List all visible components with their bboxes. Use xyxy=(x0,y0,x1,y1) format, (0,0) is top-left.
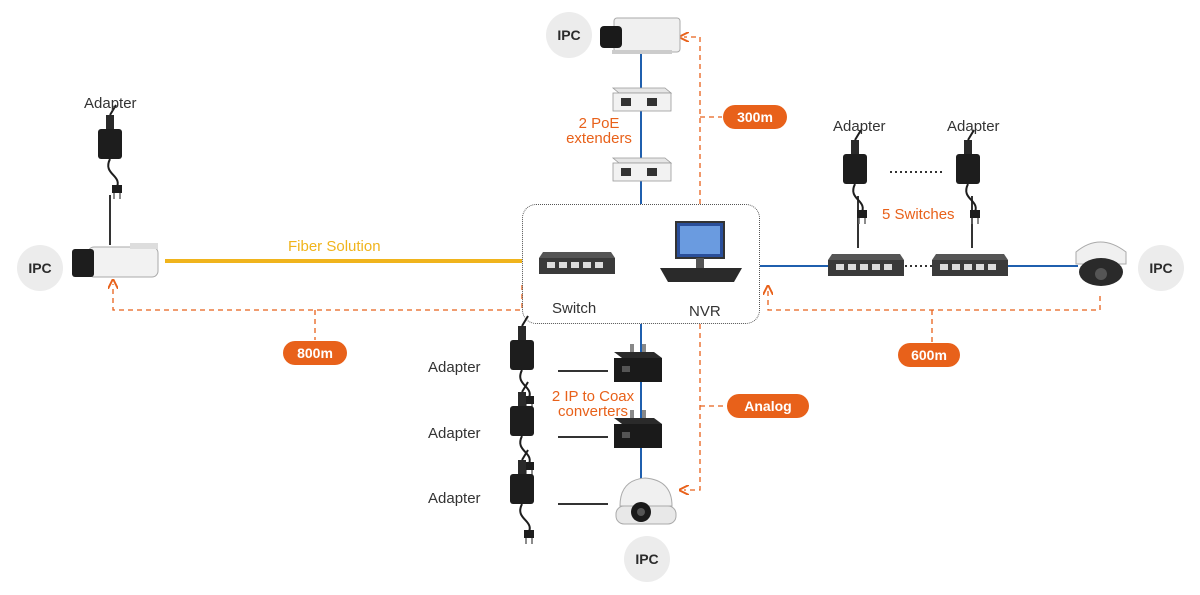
distance-pill-top: 300m xyxy=(723,105,787,129)
nvr-monitor-icon xyxy=(660,221,742,282)
right-distance-path xyxy=(768,290,1101,311)
box-camera-icon xyxy=(600,17,681,54)
coax-line2: converters xyxy=(557,403,629,420)
bottom-distance-path xyxy=(684,324,701,490)
adapter-label-bottom-2: Adapter xyxy=(428,425,481,442)
coax-converters-label: 2 IP to Coax converters xyxy=(546,389,640,419)
network-switch-icon xyxy=(932,254,1008,276)
ipc-badge-top: IPC xyxy=(546,12,592,58)
adapter-label-left: Adapter xyxy=(84,95,137,112)
left-distance-path xyxy=(113,284,523,311)
power-adapter-icon xyxy=(955,129,981,225)
five-switches-label: 5 Switches xyxy=(882,206,955,223)
adapter-label-right-2: Adapter xyxy=(947,118,1000,135)
coax-converter-icon xyxy=(614,344,662,382)
adapter-label-bottom-1: Adapter xyxy=(428,359,481,376)
top-distance-path xyxy=(684,37,701,204)
bullet-camera-icon xyxy=(72,243,159,278)
poe-extenders-line2: extenders xyxy=(566,130,632,147)
poe-extenders-line1: 2 PoE xyxy=(578,115,620,132)
distance-pill-bottom: Analog xyxy=(727,394,809,418)
network-switch-icon xyxy=(828,254,904,276)
distance-pill-right: 600m xyxy=(898,343,960,367)
ipc-badge-bottom: IPC xyxy=(624,536,670,582)
distance-pill-left: 800m xyxy=(283,341,347,365)
poe-extender-icon xyxy=(612,87,672,112)
ipc-badge-right: IPC xyxy=(1138,245,1184,291)
coax-line1: 2 IP to Coax xyxy=(551,388,635,405)
poe-extender-icon xyxy=(612,157,672,182)
adapter-label-bottom-3: Adapter xyxy=(428,490,481,507)
nvr-label: NVR xyxy=(689,303,721,320)
turret-camera-icon xyxy=(615,477,677,525)
power-adapter-icon xyxy=(842,129,868,225)
power-adapter-icon xyxy=(97,104,123,200)
dome-camera-icon xyxy=(1075,241,1127,286)
poe-extenders-label: 2 PoE extenders xyxy=(563,116,635,146)
fiber-solution-label: Fiber Solution xyxy=(288,238,381,255)
adapter-label-right-1: Adapter xyxy=(833,118,886,135)
switch-nvr-group xyxy=(522,204,760,324)
switch-label: Switch xyxy=(552,300,597,317)
ipc-badge-left: IPC xyxy=(17,245,63,291)
